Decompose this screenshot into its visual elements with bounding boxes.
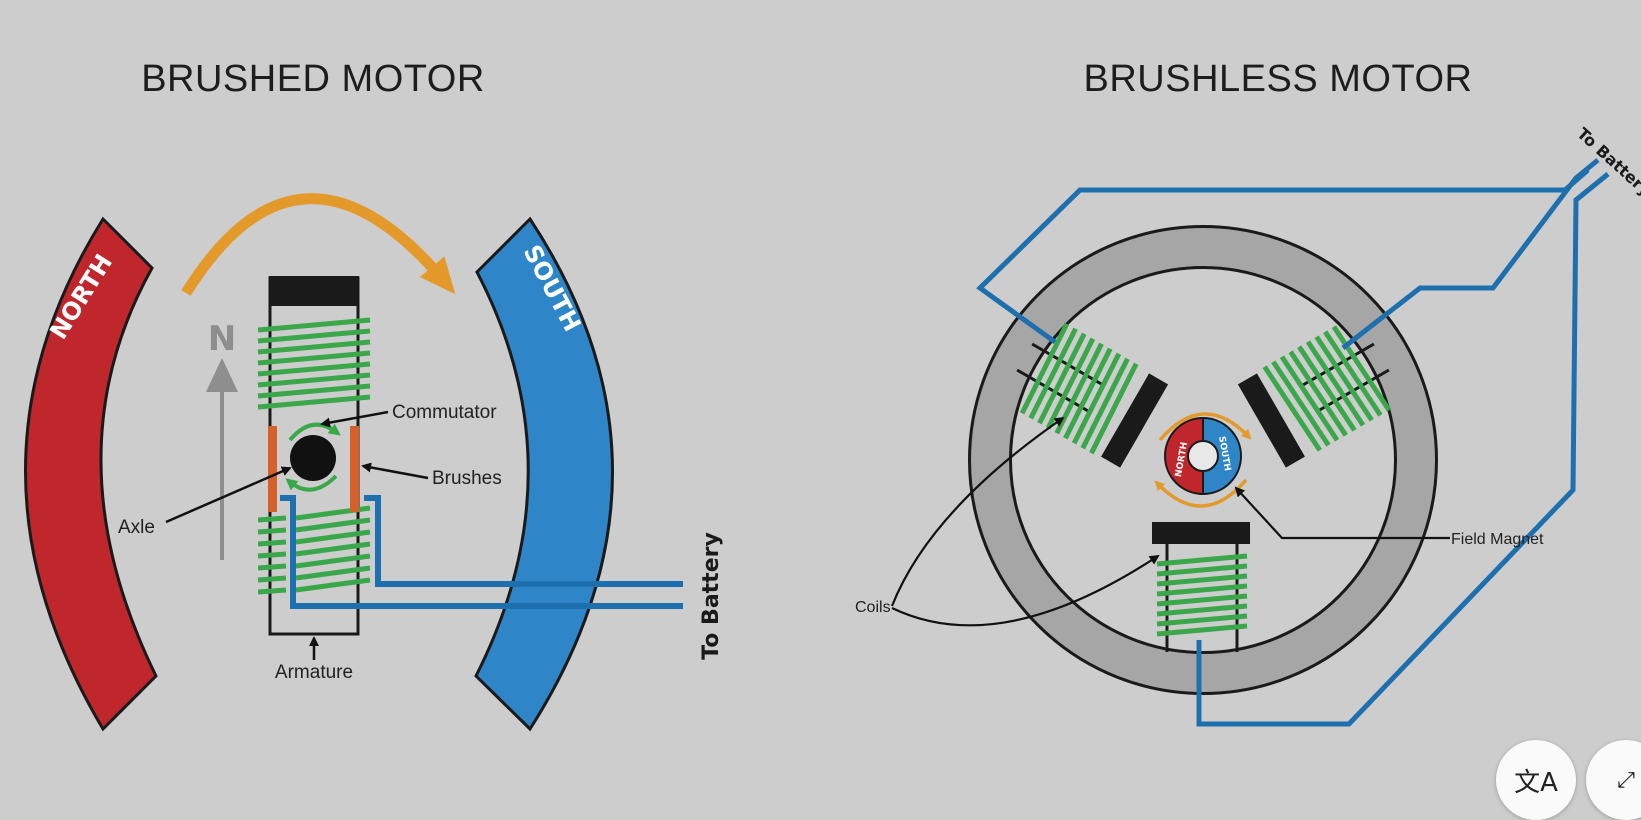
brushless-wire-3: [1196, 172, 1610, 727]
brushes-label: Brushes: [432, 468, 502, 489]
armature-top-coil: [257, 317, 371, 410]
north-pole-magnet: [24, 216, 158, 732]
field-magnet-label: Field Magnet: [1451, 531, 1544, 548]
coil-right: [1237, 325, 1392, 468]
brushless-battery-label: To Battery: [1573, 124, 1641, 201]
commutator-arc-bottom: [285, 474, 338, 492]
rotor-arrow-top: [1158, 412, 1252, 442]
coil-left: [1016, 322, 1169, 468]
field-magnet-rotor: NORTH SOUTH: [1164, 416, 1242, 496]
brushed-motor-title: BRUSHED MOTOR: [141, 58, 485, 100]
coils-label: Coils: [855, 599, 891, 616]
south-pole-magnet: [474, 216, 614, 732]
coil-bottom: [1152, 522, 1250, 652]
brushed-battery-label: To Battery: [699, 532, 724, 660]
brushless-motor-title: BRUSHLESS MOTOR: [1084, 58, 1473, 100]
coils-pointer-upper: [890, 416, 1065, 607]
rotation-arrow: [181, 193, 456, 296]
left-brush: [268, 426, 277, 512]
axle: [290, 435, 336, 481]
brushed-wire-upper: [364, 495, 683, 587]
expand-icon: ⤢: [1617, 767, 1635, 793]
commutator-arc-top: [288, 422, 341, 442]
field-magnet-pointer: [1234, 486, 1450, 540]
translate-icon: 文A: [1514, 767, 1558, 798]
field-direction-label: N: [208, 319, 236, 359]
axle-label: Axle: [118, 517, 155, 538]
commutator-label: Commutator: [392, 402, 497, 423]
right-brush: [350, 426, 359, 512]
armature-label: Armature: [275, 662, 353, 683]
armature-bottom-coil: [257, 505, 371, 595]
armature-top-cap: [269, 276, 359, 306]
coils-pointer-lower: [891, 554, 1160, 627]
translate-button[interactable]: 文A: [1496, 740, 1576, 820]
brushless-wire-2: [1341, 158, 1600, 350]
brushed-wire-lower: [280, 495, 683, 609]
